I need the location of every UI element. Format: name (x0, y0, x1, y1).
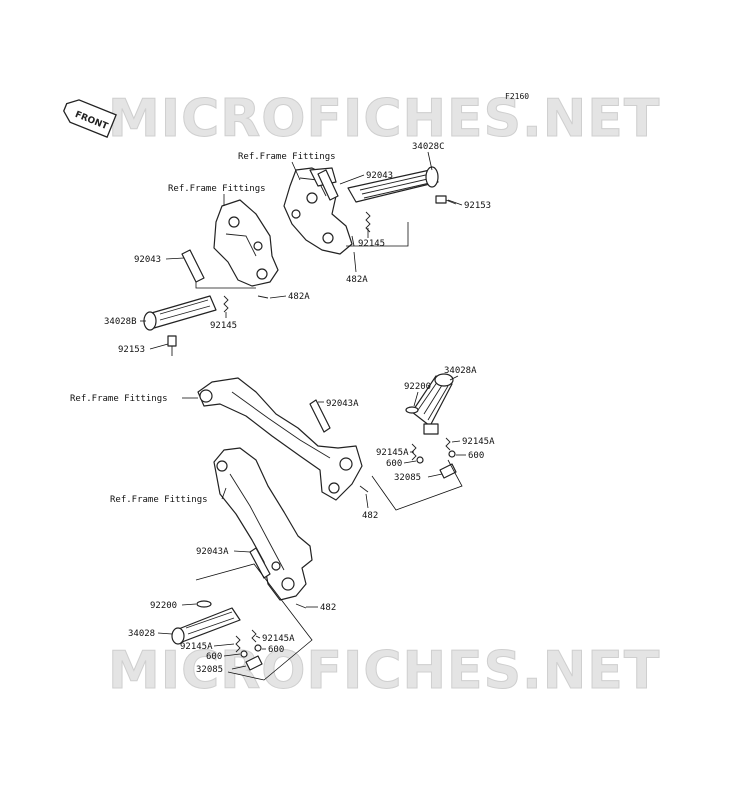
label-600-right-b: 600 (468, 451, 484, 461)
bolt-92153-upper-right (435, 195, 457, 205)
label-92145A-lower-b: 92145A (262, 634, 295, 644)
footpeg-34028B (143, 295, 217, 331)
footpeg-34028A (411, 373, 454, 435)
label-34028C: 34028C (412, 142, 445, 152)
rear-right-bracket (197, 377, 363, 501)
label-600-lower-a: 600 (206, 652, 222, 662)
label-92200-lower: 92200 (150, 601, 177, 611)
pin-482-right (359, 485, 369, 493)
label-ref-frame-1: Ref.Frame Fittings (238, 152, 336, 162)
label-482-right: 482 (362, 511, 378, 521)
label-92145-upper-right: 92145 (358, 239, 385, 249)
label-482-lower: 482 (320, 603, 336, 613)
pin-482-lower (295, 603, 307, 609)
front-arrow-icon: FRONT (63, 99, 117, 139)
spring-92145-upper-right (365, 211, 371, 233)
spring-92145A-right (411, 437, 451, 461)
label-92145A-lower-a: 92145A (180, 642, 213, 652)
label-482A-upper-right: 482A (346, 275, 368, 285)
pin-92043A-right (309, 399, 331, 433)
label-92043-upper-right: 92043 (366, 171, 393, 181)
label-92200-right: 92200 (404, 382, 431, 392)
upper-right-bracket (283, 167, 353, 255)
ball-600-right (416, 450, 456, 464)
label-ref-frame-3: Ref.Frame Fittings (70, 394, 168, 404)
label-600-lower-b: 600 (268, 645, 284, 655)
washer-92200-lower (196, 600, 212, 608)
label-600-right-a: 600 (386, 459, 402, 469)
label-92145A-right-a: 92145A (376, 448, 409, 458)
label-34028: 34028 (128, 629, 155, 639)
label-32085-lower: 32085 (196, 665, 223, 675)
label-92043-upper-left: 92043 (134, 255, 161, 265)
label-92153-upper-left: 92153 (118, 345, 145, 355)
rear-left-bracket (213, 447, 313, 601)
washer-92200-right (405, 406, 419, 414)
spring-92145-upper-left (223, 295, 229, 313)
pin-92043-upper-right (317, 169, 339, 201)
footpeg-34028 (171, 607, 241, 645)
bolt-92153-upper-left (167, 335, 177, 356)
upper-left-bracket (213, 199, 279, 287)
spring-92145A-lower (235, 629, 257, 653)
label-ref-frame-2: Ref.Frame Fittings (168, 184, 266, 194)
label-92043A-right: 92043A (326, 399, 359, 409)
label-32085-right: 32085 (394, 473, 421, 483)
label-482A-upper-left: 482A (288, 292, 310, 302)
footpeg-34028C (347, 166, 439, 203)
label-92145A-right-b: 92145A (462, 437, 495, 447)
pin-92043-upper-left (181, 249, 205, 283)
watermark-top: MICROFICHES.NET (108, 89, 660, 149)
label-34028A: 34028A (444, 366, 477, 376)
label-ref-frame-4: Ref.Frame Fittings (110, 495, 208, 505)
watermark-bottom: MICROFICHES.NET (108, 641, 660, 701)
diagram-code: F2160 (505, 92, 529, 101)
label-92145-upper-left: 92145 (210, 321, 237, 331)
label-34028B: 34028B (104, 317, 137, 327)
plate-32085-lower (245, 655, 263, 671)
pin-482A-upper-right (351, 235, 355, 247)
pin-92043A-lower (249, 547, 271, 579)
label-92043A-lower: 92043A (196, 547, 229, 557)
ball-600-lower (240, 644, 262, 658)
pin-482A-upper-left (257, 295, 269, 299)
label-92153-upper-right: 92153 (464, 201, 491, 211)
